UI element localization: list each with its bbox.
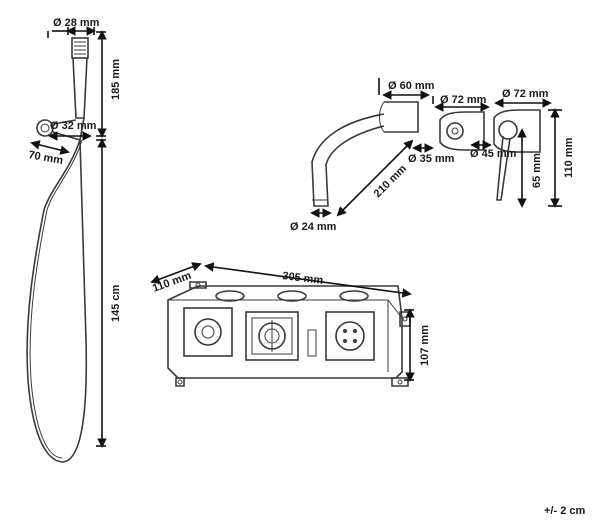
wall-holder — [36, 119, 54, 137]
shower-handle — [72, 57, 88, 119]
shower-hose — [26, 139, 88, 463]
label-knob1-depth: Ø 35 mm — [408, 153, 455, 165]
spout — [311, 113, 385, 207]
label-box-width: 305 mm — [282, 270, 324, 287]
label-spout-len: 210 mm — [372, 163, 410, 201]
box-valve-left — [183, 307, 233, 357]
label-handle-len: 185 mm — [110, 59, 122, 100]
dim-line-box-depth — [150, 262, 202, 284]
label-holder-dia: Ø 32 mm — [50, 120, 97, 132]
box-valve-middle — [245, 311, 299, 361]
valve-knob-1 — [439, 111, 485, 151]
label-hose-len: 145 cm — [110, 284, 122, 322]
label-box-height: 107 mm — [419, 325, 431, 366]
label-handle-dia: Ø 28 mm — [53, 17, 100, 29]
wall-mixer-drawing — [311, 101, 541, 207]
dim-line-holder-depth — [30, 140, 70, 155]
concealed-box-drawing — [167, 281, 411, 387]
box-valve-right — [325, 311, 375, 361]
dim-line-spout-len — [336, 139, 414, 217]
valve-lever — [496, 135, 511, 201]
label-knob1-dia: Ø 72 mm — [440, 94, 487, 106]
hand-shower-drawing — [26, 37, 89, 463]
label-lever-len: 65 mm — [531, 153, 543, 188]
shower-head — [71, 37, 89, 59]
spout-flange — [384, 101, 419, 133]
label-mixer-height: 110 mm — [563, 137, 575, 178]
valve-knob-2 — [493, 109, 541, 153]
label-spout-dia: Ø 24 mm — [290, 221, 337, 233]
label-knob2-depth: Ø 45 mm — [470, 148, 517, 160]
label-flange-dia: Ø 60 mm — [388, 80, 435, 92]
label-holder-depth: 70 mm — [27, 149, 64, 167]
label-knob2-dia: Ø 72 mm — [502, 88, 549, 100]
dim-line-box-width — [204, 262, 412, 298]
tolerance-note: +/- 2 cm — [544, 505, 585, 517]
